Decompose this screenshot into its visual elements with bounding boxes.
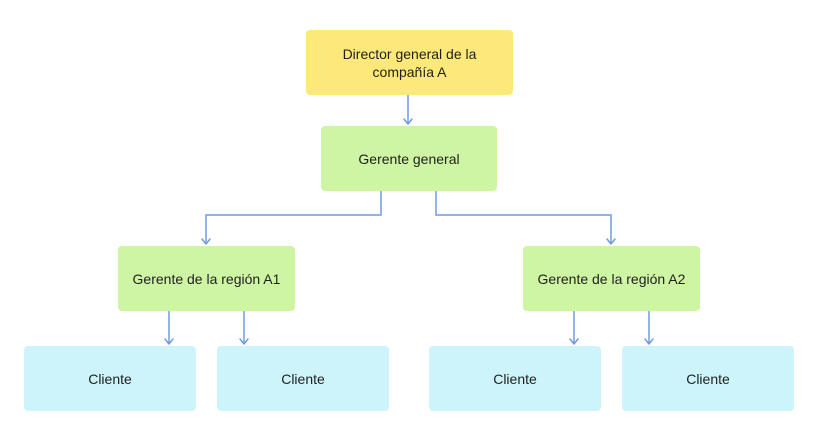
node-region-a2-label: Gerente de la región A2 (537, 270, 686, 287)
node-client-4: Cliente (622, 346, 794, 411)
node-region-a1-label: Gerente de la región A1 (132, 270, 281, 287)
node-client-2-label: Cliente (281, 370, 325, 387)
node-client-3: Cliente (429, 346, 601, 411)
node-general-manager-label: Gerente general (358, 150, 460, 167)
node-general-manager: Gerente general (321, 126, 497, 191)
node-client-1: Cliente (24, 346, 196, 411)
node-region-a2: Gerente de la región A2 (523, 246, 700, 311)
node-client-1-label: Cliente (88, 370, 132, 387)
edge-general-manager-to-region-a2 (435, 191, 616, 245)
edge-region-a2-to-client-4 (644, 311, 654, 345)
edge-director-to-general-manager (403, 95, 413, 125)
edge-region-a2-to-client-3 (569, 311, 579, 345)
node-client-4-label: Cliente (686, 370, 730, 387)
node-director: Director general de la compañía A (306, 30, 513, 95)
edge-region-a1-to-client-1 (164, 311, 174, 345)
edge-general-manager-to-region-a1 (201, 191, 382, 245)
node-director-label: Director general de la compañía A (342, 45, 477, 80)
edge-region-a1-to-client-2 (239, 311, 249, 345)
node-client-3-label: Cliente (493, 370, 537, 387)
node-region-a1: Gerente de la región A1 (118, 246, 295, 311)
node-client-2: Cliente (217, 346, 389, 411)
